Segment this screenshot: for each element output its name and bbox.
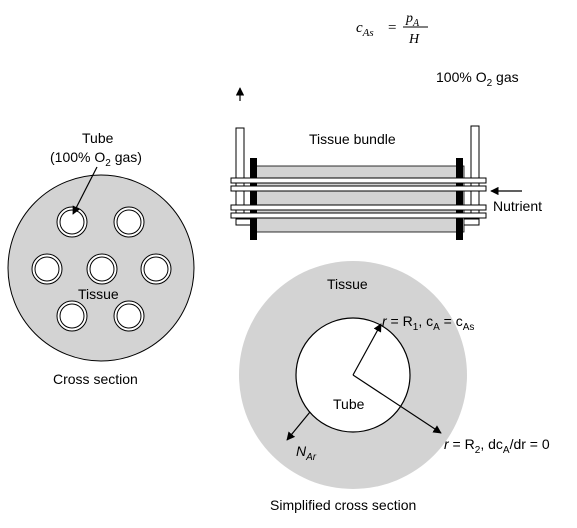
gas-label: 100% O2 gas (436, 69, 519, 89)
cross-section: Tube (100% O2 gas) Tissue Cross section (7, 130, 195, 387)
bundle-tubes (230, 177, 487, 219)
tissue-bundle-label: Tissue bundle (309, 131, 396, 147)
flux-arrow (286, 411, 311, 441)
simplified-cross-section: Tissue Tube r = R1, cA = cAs r = R2, dcA… (239, 261, 550, 513)
tissue-label: Tissue (78, 286, 119, 302)
equation-equals: = (388, 20, 396, 36)
r1-arrow (352, 323, 382, 376)
simplified-caption: Simplified cross section (270, 497, 416, 513)
tube-gas-label: (100% O2 gas) (50, 149, 142, 169)
tube-circles (31, 206, 172, 332)
equation-numerator: pA (405, 11, 420, 29)
tissue-bundle-device: 100% O2 gas Tissue bundle Nutrient (230, 69, 542, 240)
equation-lhs: cAs (356, 20, 374, 39)
nutrient-label: Nutrient (493, 198, 542, 214)
clamp-right (456, 158, 463, 240)
equation: cAs = pA H (356, 11, 428, 47)
simplified-tube-label: Tube (333, 396, 365, 412)
tube-label: Tube (82, 130, 114, 146)
simplified-tissue-label: Tissue (327, 276, 368, 292)
equation-denominator: H (408, 32, 420, 47)
tissue-bundle (253, 165, 465, 233)
clamp-left (250, 158, 257, 240)
r2-arrow (352, 374, 442, 434)
tube-pointer-arrow (72, 166, 98, 215)
r2-boundary-label: r = R2, dcA/dr = 0 (444, 436, 550, 456)
flux-label: NAr (296, 443, 317, 463)
r1-boundary-label: r = R1, cA = cAs (382, 313, 474, 333)
cross-section-caption: Cross section (53, 371, 138, 387)
